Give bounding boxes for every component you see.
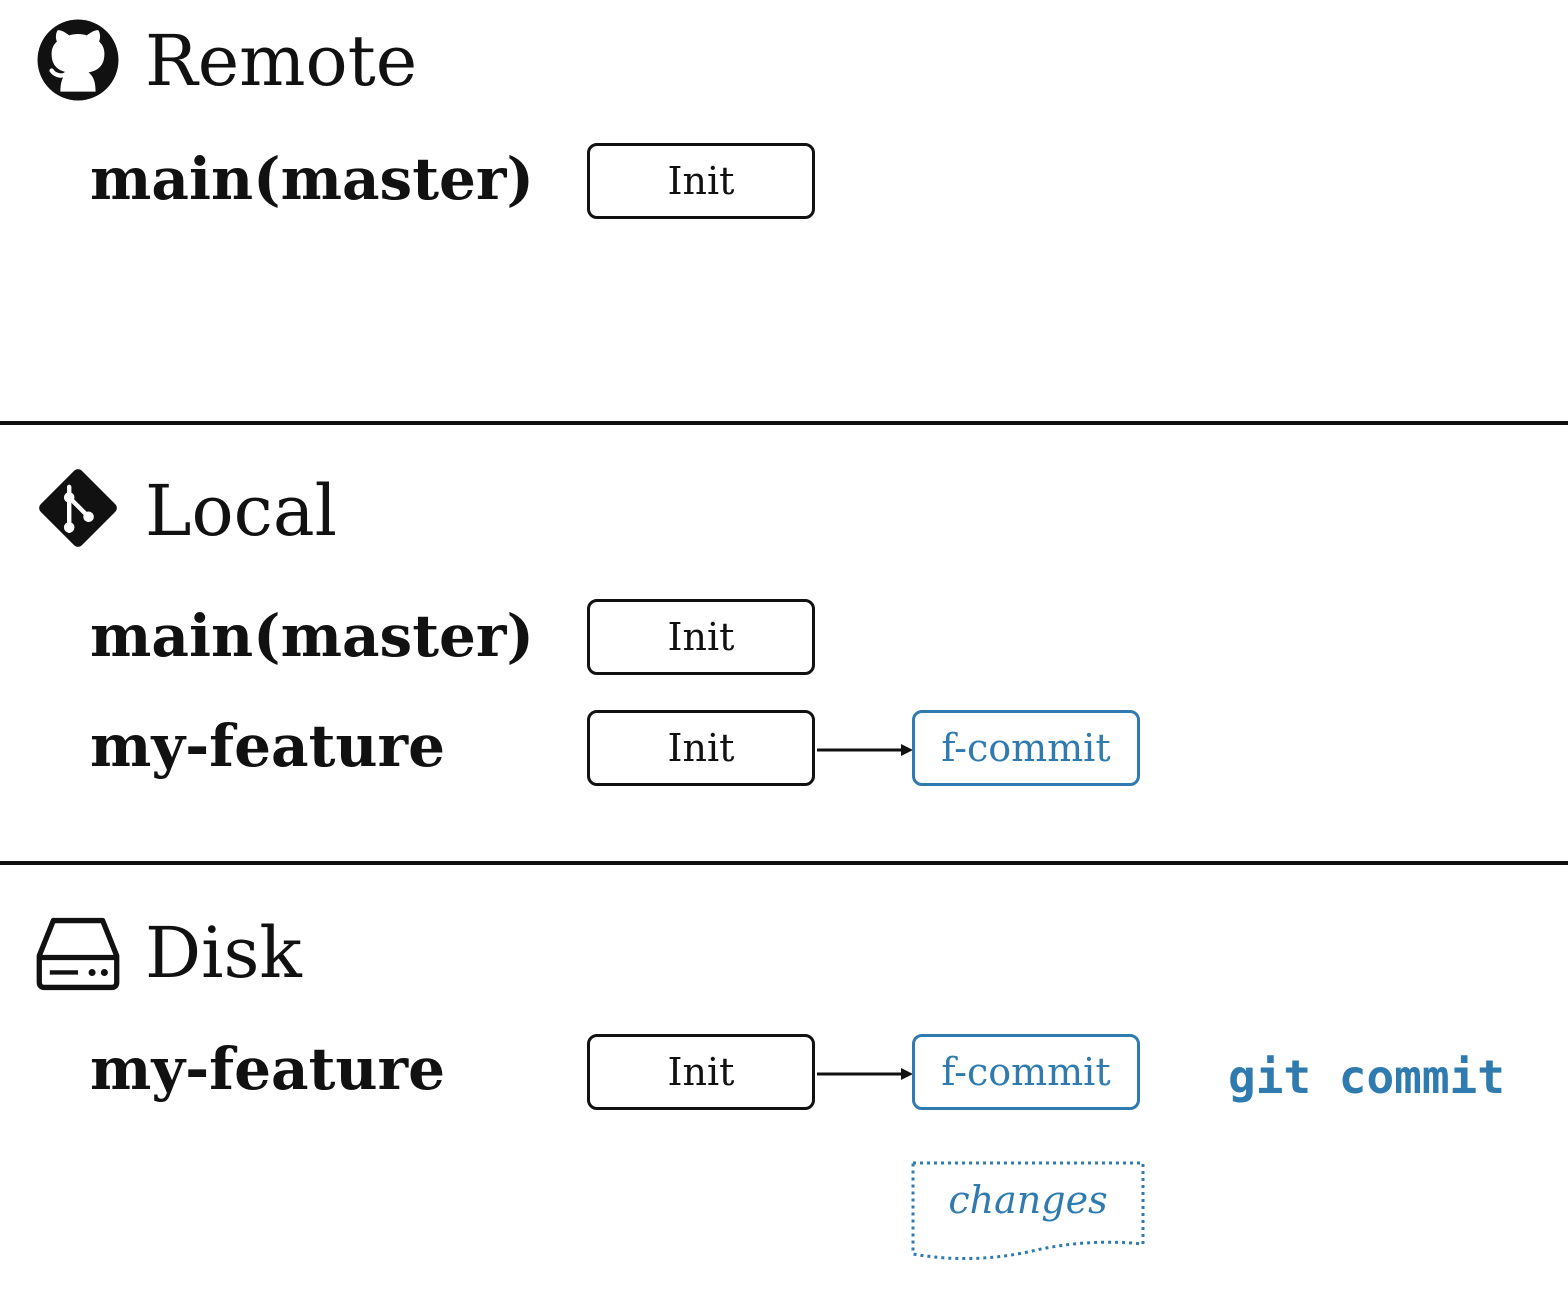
branch-label-local-main: main(master): [90, 602, 534, 670]
changes-label: changes: [948, 1178, 1108, 1222]
commit-disk-feature-init: Init: [587, 1034, 815, 1110]
hard-drive-icon: [36, 917, 120, 991]
github-icon: [37, 19, 119, 101]
commit-local-feature-init: Init: [587, 710, 815, 786]
changes-document: [911, 1161, 1145, 1261]
commit-local-feature-f-commit: f-commit: [912, 710, 1140, 786]
section-title-disk: Disk: [145, 912, 302, 994]
branch-label-remote-main: main(master): [90, 145, 534, 213]
divider-remote-local: [0, 421, 1568, 425]
commit-arrow: [817, 744, 913, 756]
git-icon: [39, 469, 117, 547]
git-commit-command: git commit: [1228, 1050, 1505, 1104]
branch-label-local-feature: my-feature: [90, 712, 445, 780]
divider-local-disk: [0, 861, 1568, 865]
commit-disk-feature-f-commit: f-commit: [912, 1034, 1140, 1110]
section-title-remote: Remote: [145, 20, 418, 102]
commit-remote-main-init: Init: [587, 143, 815, 219]
commit-arrow: [817, 1068, 913, 1080]
section-title-local: Local: [145, 470, 337, 552]
branch-label-disk-feature: my-feature: [90, 1035, 445, 1103]
commit-local-main-init: Init: [587, 599, 815, 675]
